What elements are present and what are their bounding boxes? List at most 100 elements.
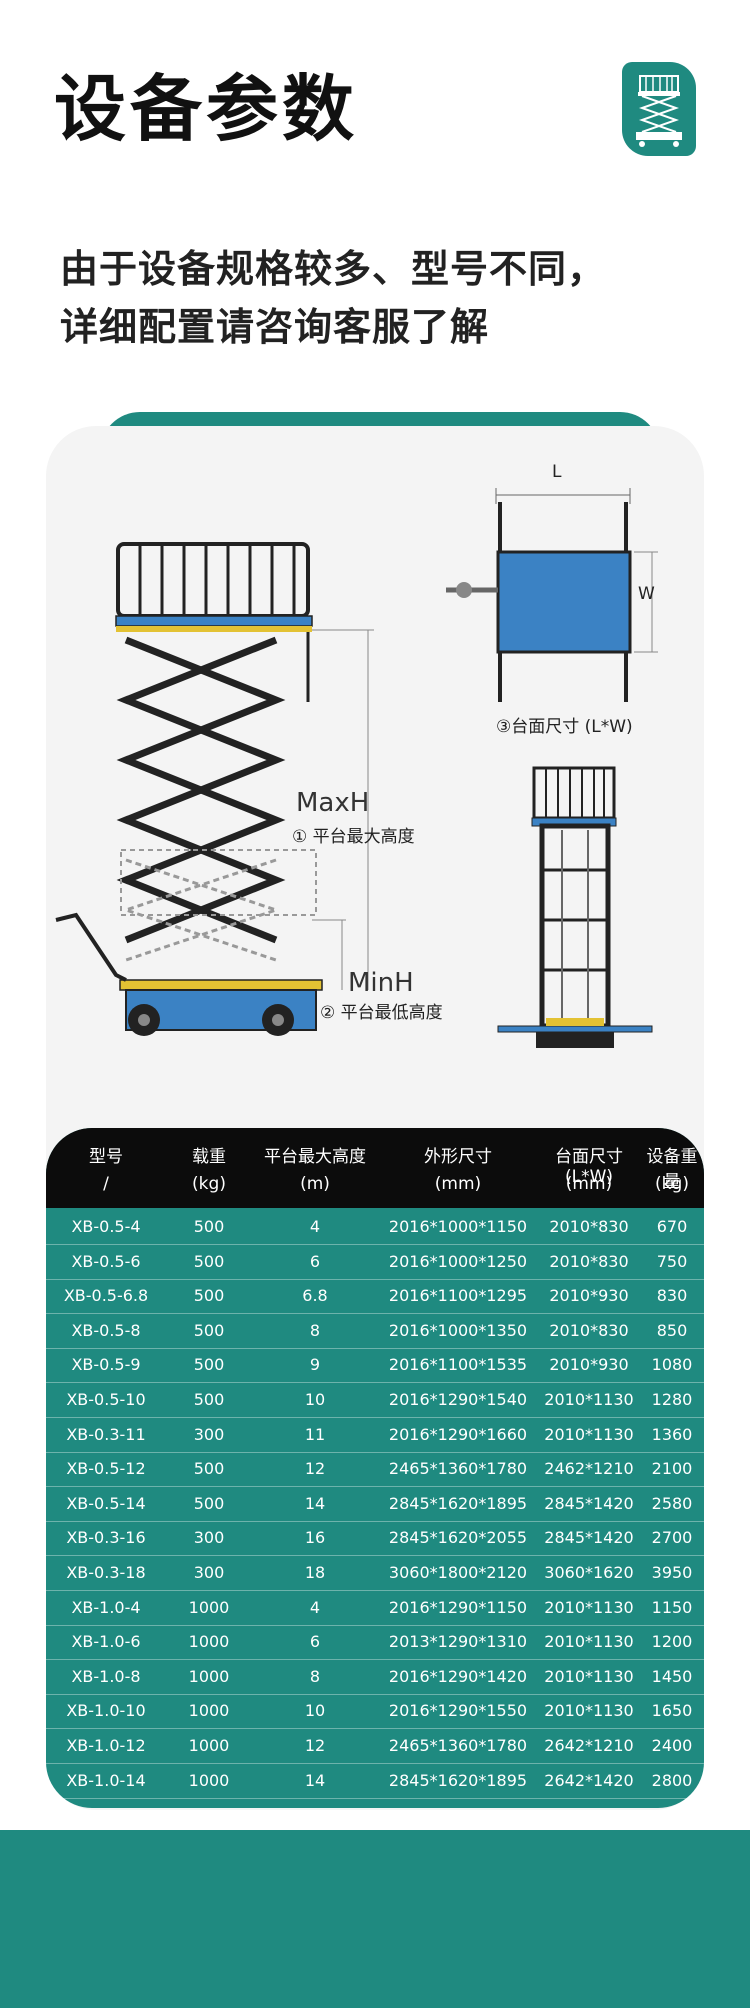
cell-platform-size: 2010*830 bbox=[549, 1320, 629, 1340]
th-weight: 设备重量 bbox=[646, 1147, 698, 1192]
cell-platform-size: 2845*1420 bbox=[544, 1528, 634, 1548]
intro-line-1: 由于设备规格较多、型号不同， bbox=[60, 247, 607, 291]
cell-max-height: 12 bbox=[304, 1736, 326, 1755]
cell-model: XB-0.5-10 bbox=[66, 1390, 146, 1409]
side-view-lift bbox=[55, 542, 323, 1036]
cell-dimensions: 3060*1800*2120 bbox=[388, 1563, 528, 1582]
min-height-desc: ② 平台最低高度 bbox=[320, 1003, 443, 1023]
cell-weight: 2580 bbox=[651, 1493, 693, 1513]
th-platform-size: 台面尺寸(L*W) bbox=[555, 1147, 623, 1187]
cell-max-height: 4 bbox=[309, 1217, 321, 1236]
th-dimensions: 外形尺寸 bbox=[424, 1147, 492, 1167]
cell-load: 300 bbox=[193, 1563, 225, 1582]
cell-model: XB-1.0-12 bbox=[66, 1736, 146, 1755]
footer-band bbox=[0, 1830, 750, 2008]
cell-weight: 1280 bbox=[651, 1390, 693, 1409]
max-height-desc: ① 平台最大高度 bbox=[292, 827, 415, 847]
cell-max-height: 6 bbox=[309, 1251, 321, 1271]
cell-max-height: 4 bbox=[309, 1597, 321, 1617]
cell-load: 500 bbox=[193, 1355, 225, 1375]
cell-max-height: 6 bbox=[309, 1632, 321, 1652]
table-row: XB-1.0-4 1000 4 2016*1290*1150 2010*1130 1150 bbox=[46, 1591, 704, 1626]
top-view-platform bbox=[446, 488, 658, 702]
cell-load: 1000 bbox=[188, 1701, 230, 1721]
cell-model: XB-0.5-12 bbox=[66, 1459, 146, 1479]
cell-model: XB-0.5-9 bbox=[71, 1355, 141, 1375]
cell-weight: 1150 bbox=[651, 1597, 693, 1617]
cell-dimensions: 2013*1290*1310 bbox=[388, 1632, 528, 1652]
cell-model: XB-0.5-8 bbox=[71, 1320, 141, 1340]
cell-weight: 2800 bbox=[651, 1770, 693, 1790]
cell-load: 300 bbox=[193, 1528, 225, 1548]
cell-dimensions: 2016*1290*1660 bbox=[388, 1424, 528, 1444]
cell-model: XB-0.3-18 bbox=[66, 1563, 146, 1582]
cell-dimensions: 2016*1100*1295 bbox=[388, 1286, 528, 1306]
cell-weight: 830 bbox=[656, 1286, 688, 1306]
cell-weight: 3950 bbox=[651, 1563, 693, 1582]
th-load-unit: (kg) bbox=[192, 1174, 226, 1194]
cell-weight: 1450 bbox=[651, 1666, 693, 1686]
cell-load: 1000 bbox=[188, 1666, 230, 1686]
cell-model: XB-0.5-6.8 bbox=[63, 1286, 149, 1306]
cell-load: 500 bbox=[193, 1320, 225, 1340]
cell-max-height: 14 bbox=[304, 1493, 326, 1513]
cell-max-height: 11 bbox=[304, 1424, 326, 1444]
cell-dimensions: 2016*1290*1150 bbox=[388, 1597, 528, 1617]
cell-model: XB-1.0-6 bbox=[71, 1632, 141, 1652]
cell-max-height: 9 bbox=[309, 1355, 321, 1375]
cell-dimensions: 2016*1000*1250 bbox=[388, 1251, 528, 1271]
dim-width-label: W bbox=[638, 584, 655, 604]
th-max-height: 平台最大高度 bbox=[264, 1147, 366, 1167]
cell-load: 500 bbox=[193, 1251, 225, 1271]
cell-model: XB-1.0-4 bbox=[71, 1597, 141, 1617]
cell-platform-size: 2010*1130 bbox=[544, 1632, 634, 1652]
cell-model: XB-0.5-6 bbox=[71, 1251, 141, 1271]
cell-load: 1000 bbox=[188, 1597, 230, 1617]
cell-weight: 1200 bbox=[651, 1632, 693, 1652]
spec-table: 型号 / 载重 (kg) 平台最大高度 (m) 外形尺寸 (mm) 台面尺寸(L… bbox=[46, 1128, 704, 1808]
th-weight-unit: (kg) bbox=[655, 1174, 689, 1194]
brand-logo bbox=[622, 62, 696, 156]
cell-dimensions: 2845*1620*2055 bbox=[388, 1528, 528, 1548]
cell-weight: 1650 bbox=[651, 1701, 693, 1721]
cell-max-height: 18 bbox=[304, 1563, 326, 1582]
th-platform-size-unit: (mm) bbox=[565, 1174, 613, 1194]
cell-weight: 850 bbox=[656, 1320, 688, 1340]
cell-dimensions: 2016*1000*1150 bbox=[388, 1217, 528, 1236]
cell-load: 500 bbox=[193, 1390, 225, 1409]
cell-platform-size: 2845*1420 bbox=[544, 1493, 634, 1513]
cell-load: 1000 bbox=[188, 1736, 230, 1755]
cell-max-height: 16 bbox=[304, 1528, 326, 1548]
intro-line-2: 详细配置请咨询客服了解 bbox=[60, 305, 490, 349]
table-header: 型号 / 载重 (kg) 平台最大高度 (m) 外形尺寸 (mm) 台面尺寸(L… bbox=[46, 1128, 704, 1208]
cell-max-height: 6.8 bbox=[302, 1286, 328, 1306]
max-height-label: MaxH bbox=[296, 788, 370, 818]
cell-load: 500 bbox=[193, 1286, 225, 1306]
lift-diagram bbox=[55, 488, 658, 1048]
cell-load: 1000 bbox=[188, 1770, 230, 1790]
cell-dimensions: 2016*1000*1350 bbox=[388, 1320, 528, 1340]
th-max-height-unit: (m) bbox=[300, 1174, 330, 1194]
cell-platform-size: 2010*1130 bbox=[544, 1390, 634, 1409]
cell-dimensions: 2016*1290*1550 bbox=[388, 1701, 528, 1721]
cell-max-height: 8 bbox=[309, 1666, 321, 1686]
front-view-lift bbox=[497, 766, 653, 1048]
cell-platform-size: 2642*1210 bbox=[544, 1736, 634, 1755]
cell-max-height: 10 bbox=[304, 1390, 326, 1409]
cell-platform-size: 2010*1130 bbox=[544, 1597, 634, 1617]
th-model: 型号 bbox=[89, 1147, 123, 1167]
platform-size-desc: ③台面尺寸 (L*W) bbox=[496, 717, 633, 737]
cell-load: 300 bbox=[193, 1424, 225, 1444]
cell-model: XB-0.3-16 bbox=[66, 1528, 146, 1548]
page-title: 设备参数 bbox=[54, 67, 359, 151]
